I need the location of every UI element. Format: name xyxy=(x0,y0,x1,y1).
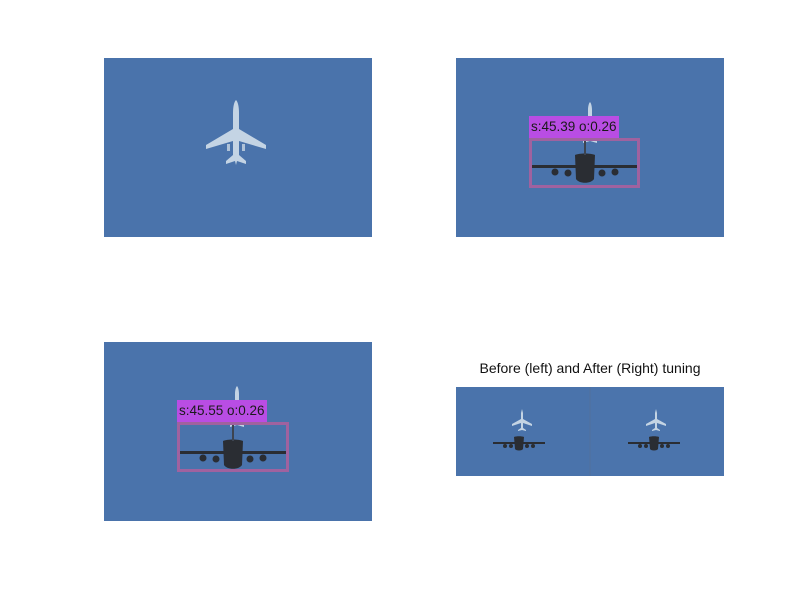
original-image-panel xyxy=(104,58,372,237)
comparison-image xyxy=(456,387,724,476)
detection-panel-a: s:45.39 o:0.26 xyxy=(456,58,724,237)
detection-image-a xyxy=(456,58,724,237)
detection-image-b xyxy=(104,342,372,521)
comparison-title: Before (left) and After (Right) tuning xyxy=(479,360,701,376)
detection-label-b: s:45.55 o:0.26 xyxy=(177,400,267,422)
detection-panel-b: s:45.55 o:0.26 xyxy=(104,342,372,521)
detection-box-b xyxy=(177,422,289,472)
detection-label-a: s:45.39 o:0.26 xyxy=(529,116,619,138)
airliner-light xyxy=(206,100,266,165)
detection-box-a xyxy=(529,138,640,188)
comparison-panel xyxy=(456,387,724,476)
original-image xyxy=(104,58,372,237)
